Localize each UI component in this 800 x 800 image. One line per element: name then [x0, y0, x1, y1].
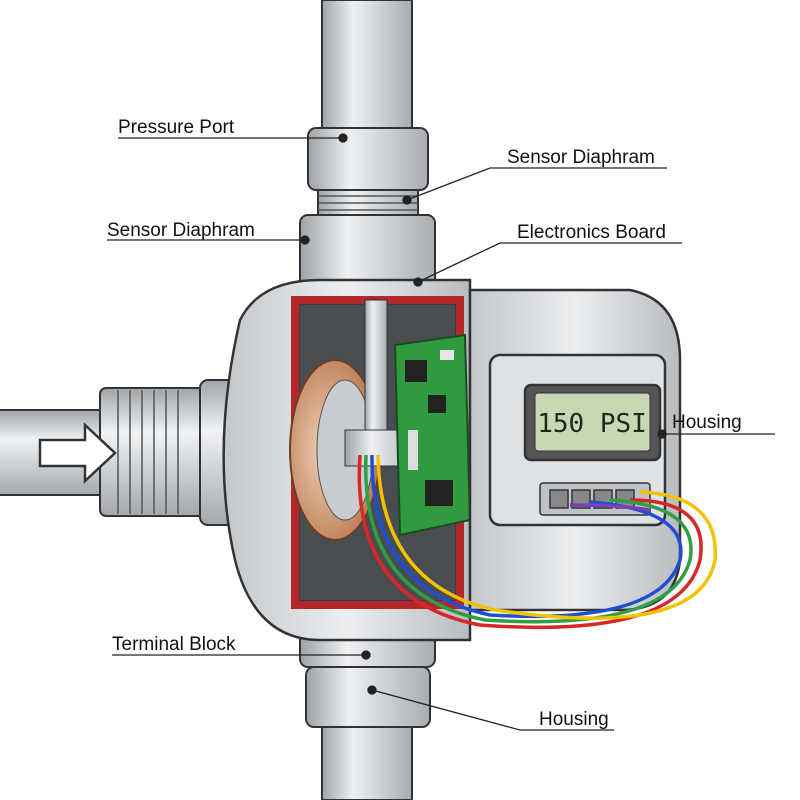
label-electronics-board: Electronics Board: [517, 222, 666, 243]
inlet-threads: [117, 390, 179, 514]
lcd-reading: 150 PSI: [537, 409, 647, 439]
arrow-right-icon: [38, 422, 117, 484]
label-sensor-diaphragm-left: Sensor Diaphram: [107, 220, 255, 241]
label-housing-bottom: Housing: [539, 709, 609, 730]
label-pressure-port: Pressure Port: [118, 117, 235, 138]
threads: [318, 195, 418, 211]
label-sensor-diaphragm-right: Sensor Diaphram: [507, 147, 655, 168]
lcd-screen: [534, 392, 651, 452]
electronics-board: [393, 333, 472, 537]
leader-lines: [107, 133, 775, 731]
label-housing-right: Housing: [672, 412, 742, 433]
label-terminal-block: Terminal Block: [112, 634, 236, 655]
wires: [357, 454, 717, 630]
